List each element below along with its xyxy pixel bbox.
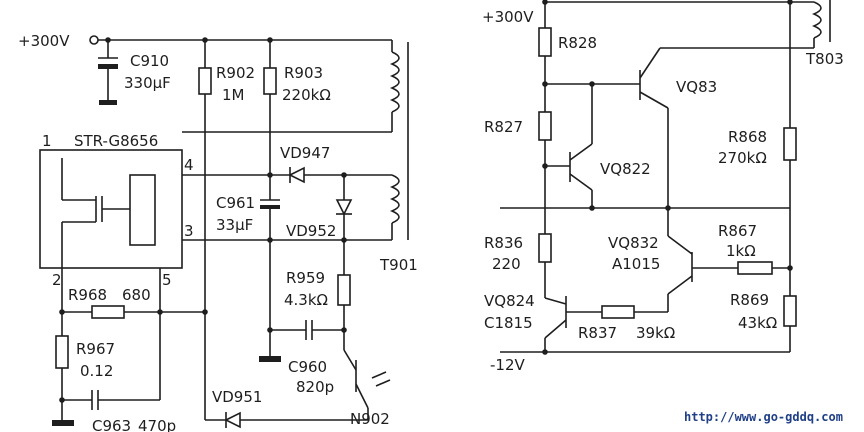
r869-resistor xyxy=(783,295,797,327)
r828-resistor xyxy=(538,27,552,57)
n902-label: N902 xyxy=(350,410,390,428)
vd951-label: VD951 xyxy=(212,388,262,406)
c960-ref: C960 xyxy=(288,358,327,376)
r968-ref: R968 xyxy=(68,286,107,304)
r827-resistor xyxy=(538,111,552,141)
ic-pin1-label: 1 xyxy=(42,132,52,150)
t901-secondary-winding xyxy=(389,174,400,224)
vd947-label: VD947 xyxy=(280,144,330,162)
ic-ref: STR-G8656 xyxy=(74,132,158,150)
r837-value: 39kΩ xyxy=(636,324,675,342)
neg-supply-label: -12V xyxy=(490,356,525,374)
ground-c961 xyxy=(259,356,281,362)
c961-value: 33μF xyxy=(216,216,253,234)
r869-ref: R869 xyxy=(730,291,769,309)
ic-pin3-label: 3 xyxy=(184,222,194,240)
r968-value: 680 xyxy=(122,286,151,304)
r903-ref: R903 xyxy=(284,64,323,82)
ground-ic xyxy=(52,420,74,426)
r903-resistor xyxy=(263,67,277,95)
c963-value: 470p xyxy=(138,417,176,432)
ic-pin4-label: 4 xyxy=(184,156,194,174)
ic-control-block xyxy=(129,174,156,246)
r869-value: 43kΩ xyxy=(738,314,777,332)
c910-value: 330μF xyxy=(124,74,171,92)
r836-resistor xyxy=(538,233,552,263)
vq832-type: A1015 xyxy=(612,255,660,273)
supply-label-right: +300V xyxy=(482,8,534,26)
t901-primary-winding xyxy=(389,51,400,113)
r837-resistor xyxy=(601,305,635,319)
t803-label: T803 xyxy=(805,50,844,68)
left-labels: +300V C910 330μF R902 1M R903 220kΩ 1 ST… xyxy=(18,32,418,432)
vq824-type: C1815 xyxy=(484,314,533,332)
c963-ref: C963 xyxy=(92,417,131,432)
right-labels: +300V R828 T803 VQ83 R827 VQ822 R868 270… xyxy=(482,8,844,374)
vd951-diode xyxy=(224,411,241,429)
vd947-diode xyxy=(288,166,305,184)
c910-ref: C910 xyxy=(130,52,169,70)
ic-pin2-label: 2 xyxy=(52,271,62,289)
r837-ref: R837 xyxy=(578,324,617,342)
r868-value: 270kΩ xyxy=(718,149,767,167)
r959-resistor xyxy=(337,274,351,306)
r902-value: 1M xyxy=(222,86,245,104)
vd952-diode xyxy=(335,199,353,216)
c910-plate-bottom xyxy=(98,64,118,69)
supply-label-left: +300V xyxy=(18,32,70,50)
r967-ref: R967 xyxy=(76,340,115,358)
c960-value: 820p xyxy=(296,378,334,396)
r903-value: 220kΩ xyxy=(282,86,331,104)
ground-c910 xyxy=(99,100,117,105)
r967-resistor xyxy=(55,335,69,369)
vq822-label: VQ822 xyxy=(600,160,651,178)
t901-label: T901 xyxy=(379,256,418,274)
r828-label: R828 xyxy=(558,34,597,52)
t803-winding xyxy=(811,1,822,39)
r968-resistor xyxy=(91,305,125,319)
r959-value: 4.3kΩ xyxy=(284,291,328,309)
supply-terminal-left xyxy=(89,35,99,45)
r867-resistor xyxy=(737,261,773,275)
vq83-label: VQ83 xyxy=(676,78,717,96)
r867-ref: R867 xyxy=(718,222,757,240)
r902-ref: R902 xyxy=(216,64,255,82)
r868-ref: R868 xyxy=(728,128,767,146)
r867-value: 1kΩ xyxy=(726,242,756,260)
watermark-url: http://www.go-gddq.com xyxy=(684,410,843,424)
vq824-ref: VQ824 xyxy=(484,292,535,310)
vq832-ref: VQ832 xyxy=(608,234,659,252)
r868-resistor xyxy=(783,127,797,161)
vd952-label: VD952 xyxy=(286,222,336,240)
right-circuit xyxy=(500,0,831,355)
r836-ref: R836 xyxy=(484,234,523,252)
ic-pin5-label: 5 xyxy=(162,271,172,289)
r902-resistor xyxy=(198,67,212,95)
c961-ref: C961 xyxy=(216,194,255,212)
r967-value: 0.12 xyxy=(80,362,113,380)
left-circuit xyxy=(39,35,409,429)
r827-label: R827 xyxy=(484,118,523,136)
r836-value: 220 xyxy=(492,255,521,273)
r959-ref: R959 xyxy=(286,269,325,287)
